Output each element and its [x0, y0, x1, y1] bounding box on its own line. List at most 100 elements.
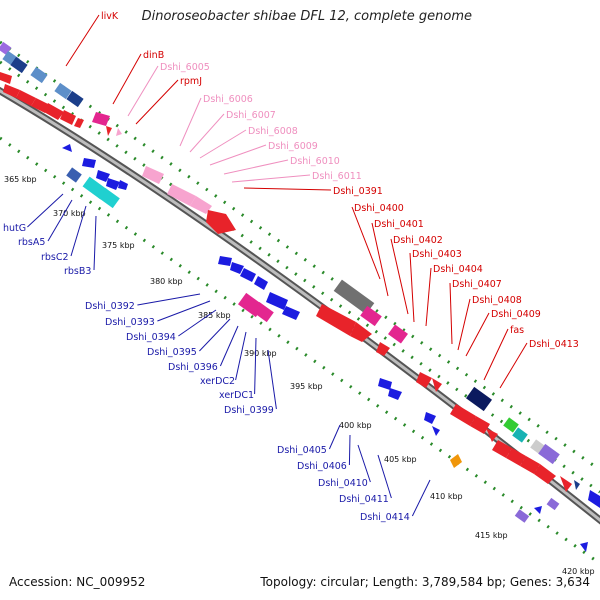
feature-label[interactable]: Dshi_6008 — [248, 126, 298, 137]
label-leader-line — [499, 342, 528, 389]
scale-tick-label: 380 kbp — [150, 277, 183, 286]
label-leader-line — [457, 298, 471, 351]
feature-label[interactable]: Dshi_0395 — [147, 347, 197, 358]
gene-feature — [82, 158, 96, 168]
gene-feature — [580, 542, 588, 552]
label-leader-line — [137, 293, 201, 306]
feature-label[interactable]: Dshi_0401 — [374, 219, 424, 230]
label-leader-line — [357, 444, 371, 483]
feature-label[interactable]: xerDC2 — [200, 376, 235, 387]
gene-feature — [465, 386, 493, 412]
feature-label[interactable]: Dshi_6007 — [226, 110, 276, 121]
scale-tick-label: 405 kbp — [384, 455, 417, 464]
label-leader-line — [411, 479, 431, 517]
feature-label[interactable]: Dshi_0399 — [224, 405, 274, 416]
feature-label[interactable]: Dshi_0404 — [433, 264, 483, 275]
gene-feature — [167, 184, 196, 206]
feature-label[interactable]: Dshi_0391 — [333, 186, 383, 197]
gene-feature — [503, 417, 519, 433]
gene-feature — [218, 256, 232, 266]
feature-label[interactable]: Dshi_0396 — [168, 362, 218, 373]
feature-label[interactable]: Dshi_0409 — [491, 309, 541, 320]
feature-label[interactable]: Dshi_0394 — [126, 332, 176, 343]
label-leader-line — [254, 337, 257, 395]
feature-labels: livKdinBDshi_6005rpmJDshi_6006Dshi_6007D… — [3, 11, 579, 523]
gene-feature — [66, 167, 82, 183]
gene-feature — [486, 428, 498, 442]
gene-feature — [520, 456, 540, 474]
gene-feature — [333, 279, 375, 315]
gene-feature — [416, 372, 432, 388]
label-leader-line — [235, 331, 247, 381]
label-leader-line — [112, 53, 142, 105]
gene-feature — [96, 170, 110, 182]
feature-label[interactable]: Dshi_0413 — [529, 339, 579, 350]
gene-feature — [230, 262, 244, 274]
gene-feature — [3, 84, 20, 98]
feature-label[interactable]: Dshi_0400 — [354, 203, 404, 214]
feature-label[interactable]: Dshi_6005 — [160, 62, 210, 73]
label-leader-line — [27, 193, 64, 228]
feature-label[interactable]: hutG — [3, 223, 26, 234]
gene-feature — [360, 305, 382, 327]
label-leader-line — [409, 252, 415, 323]
gene-feature — [350, 322, 372, 342]
scale-tick-label: 385 kbp — [198, 311, 231, 320]
feature-label[interactable]: Dshi_0406 — [297, 461, 347, 472]
label-leader-line — [351, 206, 381, 280]
feature-label[interactable]: Dshi_0393 — [105, 317, 155, 328]
gene-feature — [574, 480, 580, 490]
feature-label[interactable]: xerDC1 — [219, 390, 254, 401]
gene-feature — [378, 378, 392, 390]
feature-label[interactable]: Dshi_0392 — [85, 301, 135, 312]
feature-label[interactable]: rbsB3 — [64, 266, 91, 277]
scale-tick-label: 395 kbp — [290, 382, 323, 391]
feature-label[interactable]: Dshi_0402 — [393, 235, 443, 246]
feature-label[interactable]: Dshi_0411 — [339, 494, 389, 505]
label-leader-line — [328, 424, 341, 450]
feature-label[interactable]: rbsC2 — [41, 252, 69, 263]
label-leader-line — [199, 129, 247, 159]
gene-feature — [512, 427, 528, 443]
feature-label[interactable]: rbsA5 — [18, 237, 45, 248]
feature-label[interactable]: Dshi_6006 — [203, 94, 253, 105]
scale-tick-label: 365 kbp — [4, 175, 37, 184]
label-leader-line — [449, 282, 453, 345]
gene-feature — [74, 118, 84, 128]
gene-feature — [538, 443, 560, 465]
gene-feature — [588, 490, 600, 508]
gene-feature — [60, 110, 76, 125]
gene-feature — [432, 426, 440, 436]
feature-label[interactable]: Dshi_6009 — [268, 141, 318, 152]
feature-label[interactable]: Dshi_0405 — [277, 445, 327, 456]
gene-feature — [118, 180, 128, 190]
feature-label[interactable]: Dshi_6010 — [290, 156, 340, 167]
gene-feature — [266, 292, 288, 310]
feature-label[interactable]: Dshi_6011 — [312, 171, 362, 182]
gene-feature — [106, 178, 120, 190]
feature-label[interactable]: livK — [101, 11, 119, 22]
label-leader-line — [219, 325, 239, 367]
gene-feature — [388, 388, 402, 400]
genome-title: Dinoroseobacter shibae DFL 12, complete … — [141, 9, 472, 24]
feature-label[interactable]: Dshi_0407 — [452, 279, 502, 290]
label-leader-line — [425, 267, 432, 327]
label-leader-line — [223, 159, 289, 175]
feature-label[interactable]: Dshi_0408 — [472, 295, 522, 306]
feature-label[interactable]: Dshi_0414 — [360, 512, 410, 523]
label-leader-line — [70, 205, 87, 257]
label-leader-line — [371, 222, 389, 297]
gene-feature — [106, 126, 112, 136]
feature-label[interactable]: Dshi_0403 — [412, 249, 462, 260]
feature-label[interactable]: Dshi_0410 — [318, 478, 368, 489]
feature-label[interactable]: dinB — [143, 50, 164, 61]
feature-label[interactable]: fas — [510, 325, 524, 336]
label-leader-line — [189, 113, 225, 153]
scale-tick-label: 400 kbp — [339, 421, 372, 430]
label-leader-line — [483, 328, 509, 381]
gene-feature — [470, 416, 490, 434]
gene-feature — [316, 304, 356, 336]
feature-label[interactable]: rpmJ — [180, 76, 202, 87]
gene-feature — [66, 90, 84, 108]
